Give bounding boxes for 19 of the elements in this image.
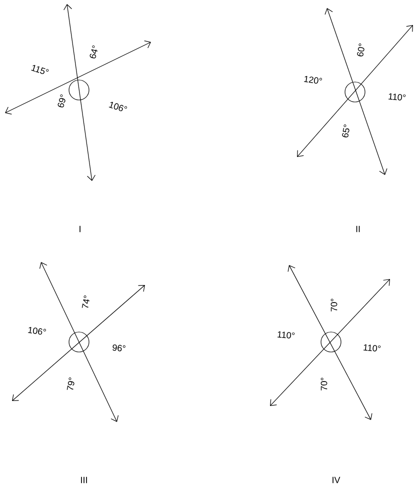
angle-label: 60° bbox=[357, 43, 364, 56]
angle-label: 110° bbox=[363, 344, 381, 352]
angle-label: 74° bbox=[82, 296, 90, 308]
angle-label: 64° bbox=[90, 45, 98, 58]
figure-number: II bbox=[356, 226, 360, 232]
angle-label: 70° bbox=[330, 298, 338, 312]
angle-label: 65° bbox=[342, 124, 350, 138]
angle-label: 110° bbox=[388, 93, 406, 100]
angle-label: 106° bbox=[28, 326, 46, 335]
figure-number: IV bbox=[332, 476, 340, 484]
angle-label: 106° bbox=[108, 102, 127, 112]
angle-label: 115° bbox=[31, 65, 49, 74]
figure-number: III bbox=[81, 476, 87, 484]
angle-label: 69° bbox=[58, 94, 66, 108]
angle-label: 120° bbox=[304, 76, 322, 84]
angle-label: 79° bbox=[66, 377, 74, 390]
angle-label: 96° bbox=[112, 344, 126, 352]
angle-label: 110° bbox=[277, 331, 295, 338]
angle-label: 70° bbox=[320, 378, 328, 390]
